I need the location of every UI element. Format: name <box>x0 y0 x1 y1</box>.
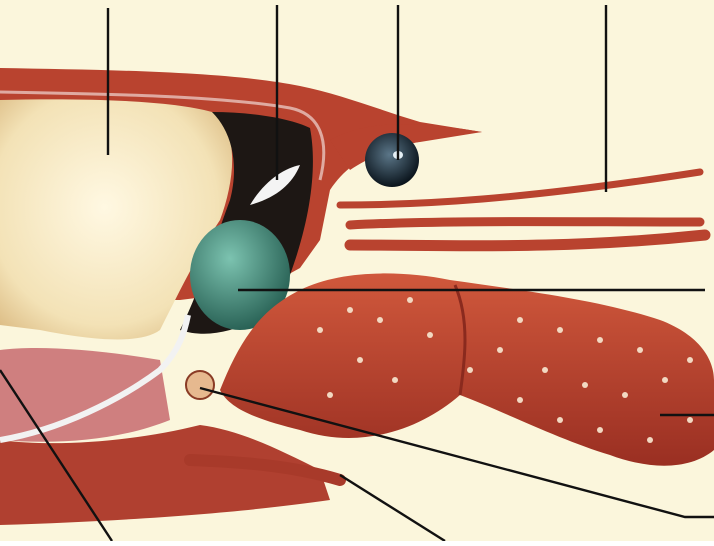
tubercle-dot <box>542 367 548 373</box>
tubercle-dot <box>357 357 363 363</box>
tubercle-dot <box>557 327 563 333</box>
tubercle-dot <box>497 347 503 353</box>
muscle-block <box>0 348 170 442</box>
tubercle-dot <box>427 332 433 338</box>
compound-eye <box>365 133 419 187</box>
antenna-2 <box>350 222 700 225</box>
tubercle-dot <box>662 377 668 383</box>
tubercle-dot <box>597 337 603 343</box>
tubercle-dot <box>687 357 693 363</box>
tubercle-dot <box>582 382 588 388</box>
tubercle-dot <box>647 437 653 443</box>
tubercle-dot <box>557 417 563 423</box>
tubercle-dot <box>622 392 628 398</box>
tubercle-dot <box>392 377 398 383</box>
tubercle-dot <box>317 327 323 333</box>
tubercle-dot <box>687 417 693 423</box>
tubercle-dot <box>377 317 383 323</box>
tubercle-dot <box>407 297 413 303</box>
tubercle-dot <box>467 367 473 373</box>
tubercle-dot <box>347 307 353 313</box>
tubercle-dot <box>597 427 603 433</box>
tubercle-dot <box>517 317 523 323</box>
tubercle-dot <box>637 347 643 353</box>
small-gland <box>186 371 214 399</box>
tubercle-dot <box>327 392 333 398</box>
tubercle-dot <box>517 397 523 403</box>
